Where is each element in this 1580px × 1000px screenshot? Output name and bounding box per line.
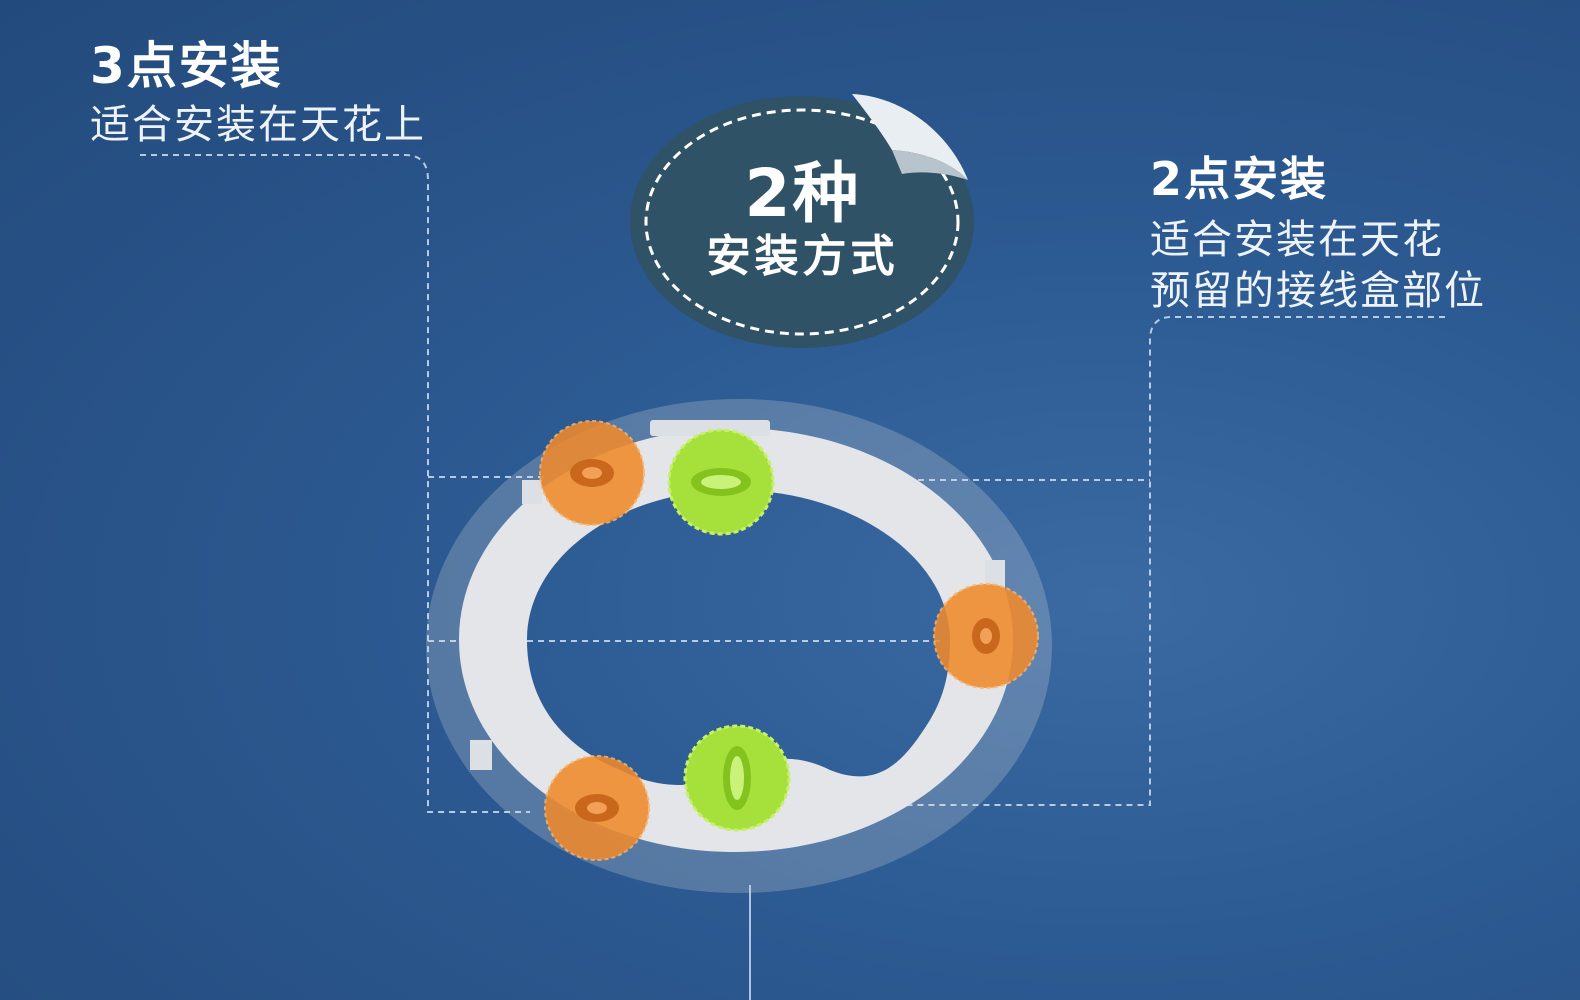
green-mount-point-icon [667,428,775,536]
three-point-description: 适合安装在天花上 [90,102,426,148]
two-point-title: 2点安装 [1150,152,1329,206]
two-point-description-line1: 适合安装在天花 [1150,217,1444,263]
orange-mount-point-icon [544,755,650,861]
orange-mount-point-icon [933,583,1039,689]
badge-sticker [630,94,974,348]
left-guide-lines [140,154,940,813]
badge-label: 安装方式 [706,231,899,282]
two-point-description-line2: 预留的接线盒部位 [1150,268,1486,314]
three-point-markers [539,420,1039,861]
orange-mount-point-icon [539,420,645,526]
green-mount-point-icon [683,724,791,832]
three-point-title: 3点安装 [90,37,283,95]
two-point-markers [667,428,791,832]
badge-count: 2种 [744,155,861,232]
right-guide-lines [775,316,1445,806]
